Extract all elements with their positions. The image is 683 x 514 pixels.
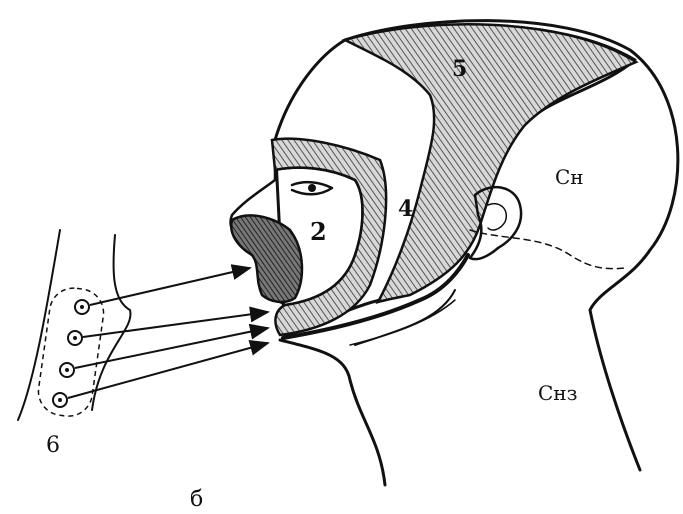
electrode-3: [60, 363, 74, 377]
label-strip-6: 6: [46, 433, 60, 458]
label-region-4: 4: [398, 196, 413, 222]
electrode-1: [75, 300, 89, 314]
electrode-strip: [18, 230, 130, 420]
arrow-4: [68, 343, 268, 398]
label-region-5: 5: [452, 56, 467, 82]
strap-dashed-line: [470, 230, 625, 269]
ear-inner: [488, 204, 506, 230]
figure-caption: б: [190, 487, 203, 512]
electrode-2: [68, 331, 82, 345]
label-c-nz: Снз: [538, 381, 578, 405]
label-region-2: 2: [310, 217, 327, 246]
helmet-crown-panel: [345, 24, 636, 302]
neck-front-outline: [280, 340, 385, 485]
pupil-icon: [308, 184, 316, 192]
electrode-4: [53, 393, 67, 407]
nose-mouth-mask: [231, 215, 302, 302]
label-c-n: Сн: [555, 165, 584, 189]
electrode-list: [53, 300, 89, 407]
